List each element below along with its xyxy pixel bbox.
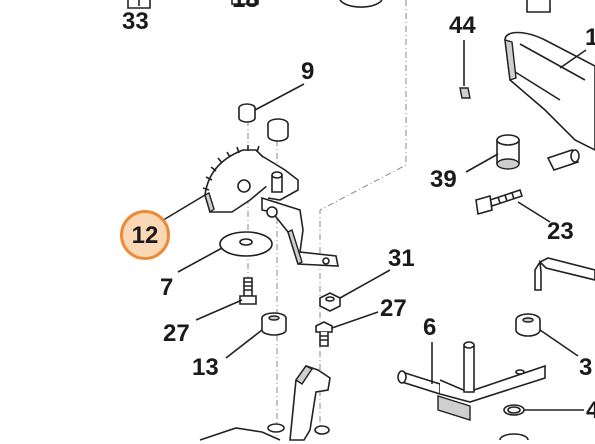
callout-6: 6 — [423, 314, 437, 341]
callout-3: 3 — [579, 354, 593, 381]
leader-27-left — [195, 299, 243, 321]
part-1-arm — [504, 0, 595, 151]
part-31-nut — [319, 292, 341, 312]
part-bottom-right-stub — [499, 433, 529, 441]
part-23-bolt — [475, 188, 524, 216]
part-lever-bracket — [261, 196, 339, 267]
callout-4: 4 — [586, 397, 595, 424]
alignment-line-vertical — [319, 0, 407, 436]
part-housing-bottom — [199, 365, 331, 441]
callout-18: 18 — [232, 0, 259, 12]
leader-1 — [559, 49, 587, 69]
part-27-screw-right — [315, 321, 333, 347]
callout-27-right: 27 — [380, 295, 407, 322]
part-rod — [534, 257, 595, 291]
callout-13: 13 — [192, 354, 219, 381]
leader-7 — [177, 247, 223, 273]
callout-12-highlight[interactable]: 12 — [120, 210, 170, 260]
part-top-circle — [339, 0, 383, 8]
part-44-set-screw — [459, 87, 471, 99]
leader-31 — [339, 269, 391, 299]
part-3-grommet — [515, 313, 541, 337]
leader-9 — [254, 83, 305, 111]
part-6-crank-lever — [397, 341, 546, 421]
part-7-washer — [219, 231, 273, 257]
callout-23: 23 — [547, 218, 574, 245]
part-pin-right — [546, 149, 580, 171]
leader-13 — [225, 329, 263, 359]
callout-1: 1 — [585, 24, 595, 51]
part-12-gear-segment — [202, 145, 299, 214]
leader-12 — [159, 194, 206, 223]
part-pin — [271, 171, 283, 193]
part-39-bushing — [496, 134, 520, 170]
part-18-stub — [231, 0, 259, 5]
callout-12: 12 — [131, 222, 159, 249]
callout-9: 9 — [301, 58, 315, 85]
leader-23 — [517, 201, 551, 223]
part-27-screw-left — [239, 277, 257, 305]
callout-33: 33 — [122, 8, 149, 35]
leader-39 — [465, 153, 499, 173]
leader-27-right — [331, 311, 379, 329]
part-13-bushing — [261, 312, 287, 336]
callout-44: 44 — [449, 12, 476, 39]
callout-31: 31 — [388, 245, 415, 272]
callout-39: 39 — [430, 166, 457, 193]
callout-27-left: 27 — [163, 320, 190, 347]
part-4-o-ring — [503, 404, 525, 416]
leader-3 — [539, 329, 579, 357]
callout-7: 7 — [160, 274, 174, 301]
part-9-bushing — [238, 103, 289, 142]
